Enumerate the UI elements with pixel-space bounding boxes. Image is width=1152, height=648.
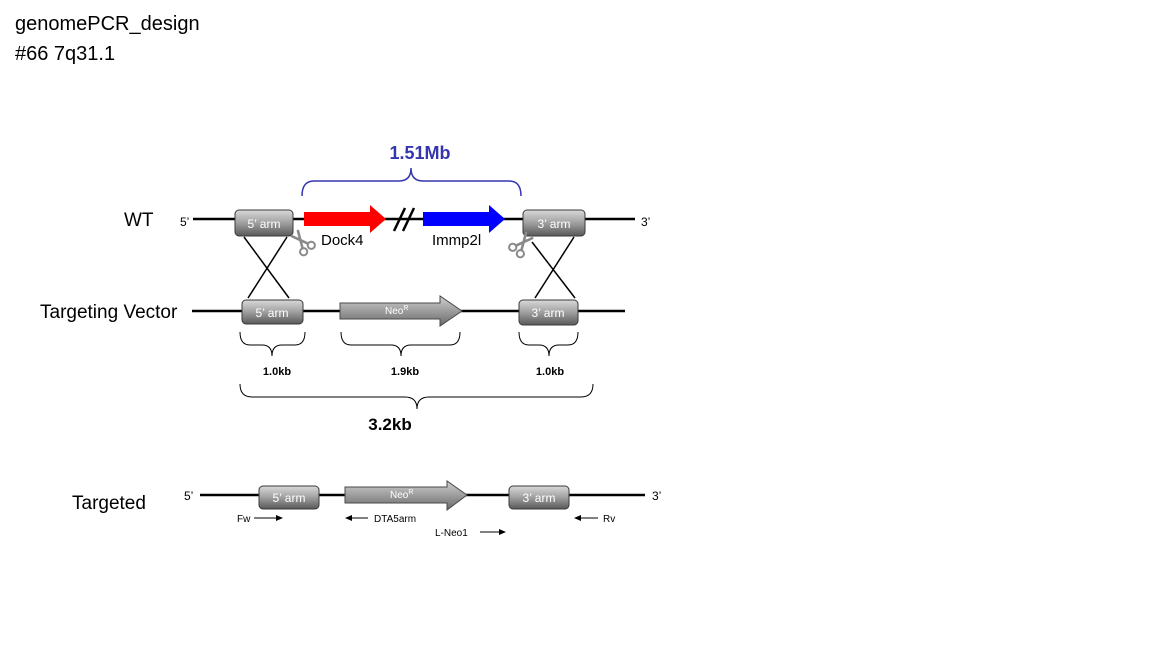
wt-5-arm-box: 5’ arm	[234, 209, 294, 237]
vector-5-arm-box: 5’ arm	[241, 299, 304, 325]
neo-size-brace	[340, 331, 461, 357]
recombination-cross-3	[531, 236, 576, 299]
vector-3-arm-label: 3’ arm	[532, 306, 565, 320]
primer-rv: Rv	[574, 514, 615, 525]
arm3-size-brace	[518, 331, 579, 357]
primer-lneo1: L-Neo1	[435, 528, 506, 539]
primer-fw-label: Fw	[237, 514, 251, 525]
neo-text: Neo	[385, 306, 404, 317]
wt-3-arm-box: 3’ arm	[522, 209, 586, 237]
immp2l-label: Immp2l	[432, 232, 481, 249]
vector-neo-label: NeoR	[385, 305, 408, 317]
scissors-icon	[508, 231, 534, 259]
neo-superscript: R	[403, 305, 408, 312]
targeted-3prime-label: 3’	[652, 489, 661, 503]
recombination-cross-5	[243, 236, 290, 299]
targeted-neo-label: NeoR	[390, 489, 413, 501]
dock4-arrow	[304, 205, 386, 233]
neo-size-label: 1.9kb	[391, 366, 419, 378]
wt-5prime-label: 5’	[180, 215, 189, 229]
wt-5-arm-label: 5’ arm	[248, 217, 281, 231]
total-size-brace	[239, 383, 594, 410]
targeting-vector-row: Targeting Vector 5’ arm NeoR 3’ arm	[40, 295, 625, 327]
targeting-vector-label: Targeting Vector	[40, 302, 178, 323]
targeted-neo-cassette: NeoR	[344, 480, 468, 511]
deletion-size-label: 1.51Mb	[389, 143, 450, 163]
primer-fw: Fw	[237, 514, 283, 525]
targeted-label: Targeted	[72, 493, 146, 514]
total-size-label: 3.2kb	[368, 415, 411, 434]
targeted-5-arm-label: 5’ arm	[273, 491, 306, 505]
targeted-3-arm-label: 3’ arm	[523, 491, 556, 505]
arm5-size-brace	[239, 331, 306, 357]
vector-3-arm-box: 3’ arm	[518, 299, 579, 326]
wt-row: WT 5’ 3’ 5’ arm 3’ arm Dock4 Immp2l	[124, 205, 650, 259]
wt-3prime-label: 3’	[641, 215, 650, 229]
arm5-size-label: 1.0kb	[263, 366, 291, 378]
targeted-row: Targeted 5’ 3’ 5’ arm NeoR 3’ arm	[72, 480, 661, 514]
deletion-bracket	[301, 167, 522, 197]
targeted-5-arm-box: 5’ arm	[258, 485, 320, 510]
arm3-size-label: 1.0kb	[536, 366, 564, 378]
neo-text: Neo	[390, 490, 409, 501]
page-title: genomePCR_design	[15, 13, 200, 35]
primer-lneo1-label: L-Neo1	[435, 528, 468, 539]
scissors-icon	[290, 229, 316, 257]
wt-3-arm-label: 3’ arm	[538, 217, 571, 231]
page-subtitle: #66 7q31.1	[15, 43, 115, 65]
primer-rv-label: Rv	[603, 514, 615, 525]
dock4-label: Dock4	[321, 232, 364, 249]
immp2l-arrow	[423, 205, 505, 233]
break-symbol	[392, 207, 416, 232]
targeted-3-arm-box: 3’ arm	[508, 485, 570, 510]
neo-superscript: R	[408, 489, 413, 496]
targeted-5prime-label: 5’	[184, 489, 193, 503]
primer-dta5arm: DTA5arm	[345, 514, 416, 525]
vector-neo-cassette: NeoR	[339, 295, 463, 327]
wt-label: WT	[124, 210, 154, 231]
primer-dta5arm-label: DTA5arm	[374, 514, 416, 525]
vector-5-arm-label: 5’ arm	[256, 306, 289, 320]
